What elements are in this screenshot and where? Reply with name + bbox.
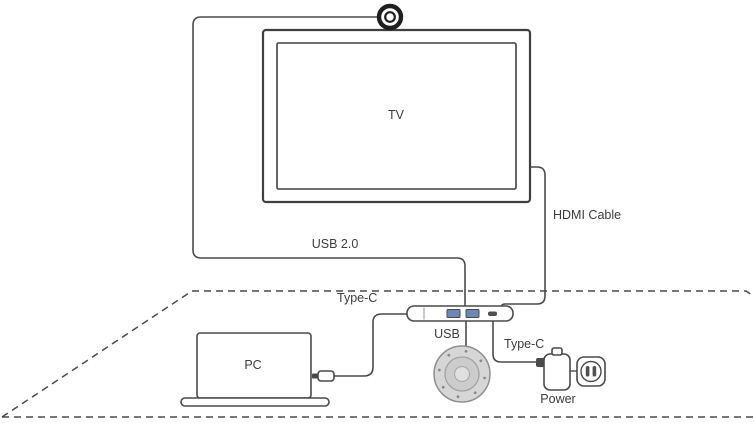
table-outline [1, 290, 754, 418]
power-adapter-icon [543, 347, 577, 391]
speakerphone-button [453, 365, 471, 383]
table-top-edge [1, 290, 754, 418]
tv-label: TV [388, 108, 404, 122]
hub-usb-port-2 [465, 309, 480, 318]
plug-prong-right [592, 366, 597, 377]
plug-socket [580, 360, 602, 383]
usb-label: USB [434, 327, 460, 341]
camera-icon [376, 3, 404, 31]
laptop-base [180, 397, 330, 407]
power-adapter-body [543, 353, 571, 391]
hdmi-cable [500, 166, 546, 309]
usb2-cable [192, 16, 466, 307]
pc-label: PC [244, 358, 262, 372]
plug-icon [576, 356, 606, 387]
laptop-icon [180, 332, 330, 407]
typec-connector-tip [312, 373, 318, 379]
tv-screen [276, 42, 517, 190]
typec-power-label: Type-C [504, 337, 545, 351]
typec-pc-cable [312, 313, 409, 382]
hub-typec-port [488, 311, 497, 316]
power-cable-connector [536, 358, 545, 367]
tv-icon [261, 28, 532, 204]
hdmi-label: HDMI Cable [553, 208, 622, 222]
speakerphone-holes [437, 349, 486, 399]
typec-connector [317, 370, 335, 382]
speakerphone-icon [433, 345, 491, 403]
power-cable [492, 320, 545, 367]
usb2-label: USB 2.0 [311, 237, 359, 251]
power-adapter-port [551, 347, 563, 356]
typec-pc-label: Type-C [337, 291, 378, 305]
power-label: Power [540, 392, 576, 406]
hub-icon [406, 305, 514, 322]
plug-prong-left [585, 366, 590, 377]
hub-usb-port-1 [446, 309, 461, 318]
